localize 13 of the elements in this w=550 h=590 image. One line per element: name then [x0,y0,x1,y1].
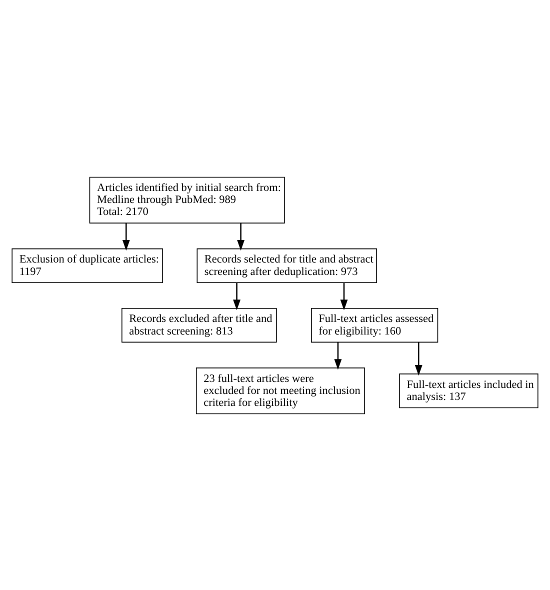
arrow [122,222,130,250]
node-box: Full-text articles assessed for eligibility: 160 [311,307,438,342]
node-box: Full-text articles included in analysis: 137 [399,373,538,408]
arrow [340,282,348,310]
node-box: Records selected for title and abstract screening after deduplication: 973 [196,248,377,283]
node-box: Articles identified by initial search from: Medline through PubMed: 989 Total: 2170 [89,176,285,223]
arrow [233,282,240,310]
node-box: Exclusion of duplicate articles: 1197 [12,248,163,283]
arrow [414,342,422,376]
arrow [237,222,245,250]
arrow [334,342,342,370]
node-box: 23 full-text articles were excluded for not meeting inclusion criteria for eligibility [196,367,365,414]
node-box: Records excluded after title and abstract screening: 813 [122,307,277,342]
